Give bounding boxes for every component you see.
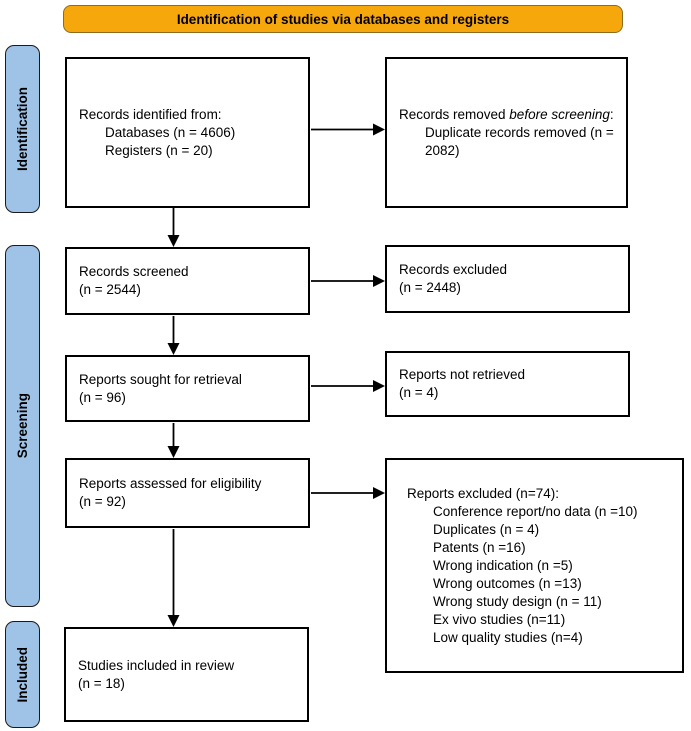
arrow-identified-to-screened [167,208,180,247]
box-records-screened: Records screened (n = 2544) [65,247,310,315]
box-reports-excluded-item: Wrong study design (n = 11) [433,593,602,609]
banner: Identification of studies via databases … [63,5,623,33]
stage-label-screening: Screening [5,245,40,607]
arrow-screened-to-excluded [311,275,385,287]
arrow-assessed-to-included [167,529,180,627]
box-reports-not-retrieved: Reports not retrieved (n = 4) [385,351,630,417]
arrow-screened-to-sought [167,316,180,355]
box-studies-included: Studies included in review (n = 18) [64,627,309,722]
stage-label-included: Included [5,621,40,728]
box-reports-excluded-item: Conference report/no data (n =10) [433,503,638,519]
box-records-excluded: Records excluded (n = 2448) [385,245,630,313]
stage-label-identification: Identification [5,45,40,213]
arrow-sought-to-assessed [167,423,180,458]
stage-label-screening-text: Screening [15,393,30,459]
arrow-identified-to-removed [311,123,385,136]
box-reports-assessed: Reports assessed for eligibility (n = 92… [65,458,310,528]
box-reports-excluded-item: Low quality studies (n=4) [433,629,583,645]
box-records-identified-item: Registers (n = 20) [105,142,213,158]
box-records-removed-heading: Records removed before screening: [399,106,614,122]
stage-label-identification-text: Identification [15,87,30,171]
box-records-identified-heading: Records identified from: [79,106,222,122]
arrow-sought-to-not-retrieved [311,380,385,392]
box-reports-excluded-item: Duplicates (n = 4) [433,521,540,537]
box-reports-excluded: Reports excluded (n=74): Conference repo… [385,458,684,673]
box-records-removed: Records removed before screening: Duplic… [385,57,628,208]
box-reports-excluded-item: Ex vivo studies (n=11) [433,611,566,627]
box-records-identified-item: Databases (n = 4606) [105,124,236,140]
box-records-removed-item: Duplicate records removed (n = 2082) [425,124,614,158]
box-reports-excluded-heading: Reports excluded (n=74): [407,485,559,501]
box-reports-excluded-item: Wrong outcomes (n =13) [433,575,582,591]
banner-title: Identification of studies via databases … [176,11,510,27]
box-reports-excluded-item: Wrong indication (n =5) [433,557,573,573]
box-reports-sought: Reports sought for retrieval (n = 96) [65,355,310,422]
box-records-identified: Records identified from: Databases (n = … [65,57,310,208]
box-reports-excluded-item: Patents (n =16) [433,539,526,555]
stage-label-included-text: Included [15,646,30,703]
arrow-assessed-to-reports-excluded [311,487,385,499]
